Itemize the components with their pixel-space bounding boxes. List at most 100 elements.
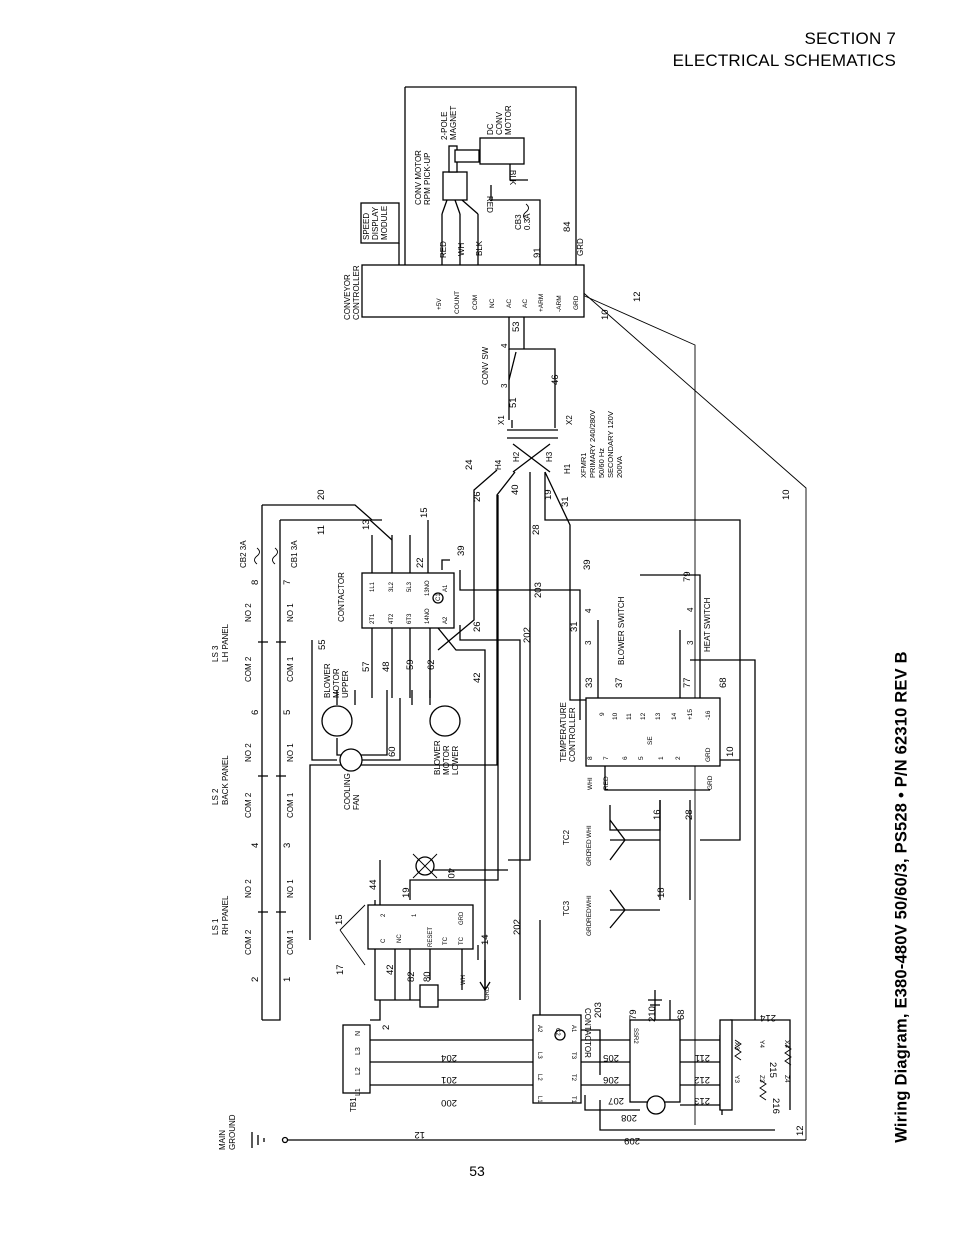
svg-text:203: 203 [533, 582, 544, 598]
svg-text:A2: A2 [443, 616, 449, 624]
svg-text:RESET: RESET [428, 927, 434, 947]
svg-text:19: 19 [401, 887, 412, 898]
svg-text:A1: A1 [443, 584, 449, 592]
svg-text:210: 210 [647, 1006, 658, 1022]
svg-text:22: 22 [415, 557, 426, 568]
svg-text:9: 9 [599, 712, 606, 716]
svg-text:2T1: 2T1 [370, 613, 376, 624]
limit-switch-labels: LS 3 LH PANEL LS 2 BACK PANEL LS 1 RH PA… [211, 603, 295, 955]
svg-text:NO 2: NO 2 [244, 743, 253, 762]
svg-text:-16: -16 [705, 710, 712, 720]
svg-text:33: 33 [584, 677, 595, 688]
svg-text:2: 2 [381, 913, 387, 917]
svg-text:PRIMARY 240/280V: PRIMARY 240/280V [588, 410, 597, 478]
svg-text:COM 1: COM 1 [286, 929, 295, 955]
svg-text:GRD: GRD [573, 295, 580, 310]
svg-text:13: 13 [361, 519, 372, 530]
reset-button-box [419, 984, 439, 1008]
svg-text:L3: L3 [536, 1052, 542, 1059]
section-title: ELECTRICAL SCHEMATICS [672, 51, 896, 70]
svg-text:10: 10 [725, 746, 736, 757]
svg-text:213: 213 [694, 1095, 710, 1106]
terminal-block-box [342, 1024, 371, 1094]
conveyor-controller-label: CONVEYOR [343, 274, 352, 320]
transformer-label: XFMR1 [579, 453, 588, 478]
svg-text:RPM PICK-UP: RPM PICK-UP [423, 153, 432, 205]
svg-text:1: 1 [282, 977, 293, 982]
cb3-symbol [523, 203, 529, 221]
svg-text:A2: A2 [536, 1025, 542, 1033]
svg-text:A1: A1 [570, 1025, 576, 1033]
ls1-label: LS 1 [211, 918, 220, 935]
ssr2-box [629, 1019, 681, 1103]
svg-text:GRD: GRD [576, 238, 585, 256]
contactor2-coil-icon [554, 1029, 566, 1041]
svg-text:TC: TC [459, 936, 465, 945]
svg-text:N: N [355, 1031, 362, 1036]
svg-text:11: 11 [316, 525, 327, 535]
svg-text:GRD: GRD [586, 851, 593, 866]
svg-text:3: 3 [282, 843, 293, 848]
svg-text:46: 46 [550, 374, 561, 385]
blower-switch-label: BLOWER SWITCH [617, 596, 626, 665]
svg-text:NC: NC [397, 934, 403, 943]
svg-text:H1: H1 [563, 463, 572, 474]
svg-text:68: 68 [676, 1009, 687, 1020]
svg-text:RED: RED [586, 839, 593, 853]
cb2-label: CB2 3A [239, 540, 248, 568]
svg-text:RED: RED [439, 241, 448, 258]
svg-text:L1: L1 [536, 1096, 542, 1103]
svg-text:2: 2 [250, 977, 261, 982]
cooling-fan-icon [339, 748, 363, 772]
svg-text:BLK: BLK [475, 240, 484, 256]
speed-display-module-box [360, 202, 400, 244]
svg-text:1L1: 1L1 [370, 581, 376, 592]
svg-text:+15: +15 [687, 709, 694, 720]
svg-text:NO 1: NO 1 [286, 603, 295, 622]
svg-text:L2: L2 [536, 1074, 542, 1081]
cb3-label: CB3 [514, 214, 523, 230]
svg-text:7: 7 [282, 580, 293, 585]
svg-text:SE: SE [647, 736, 654, 745]
blower-motor-lower-icon [429, 705, 461, 737]
svg-text:80: 80 [422, 971, 433, 982]
conv-motor-label: CONV MOTOR [414, 150, 423, 205]
svg-text:C2: C2 [554, 1028, 560, 1036]
svg-text:4: 4 [500, 343, 509, 348]
svg-text:39: 39 [582, 559, 593, 570]
svg-text:6T3: 6T3 [407, 613, 413, 624]
svg-text:AC: AC [506, 299, 513, 308]
svg-text:50/60 Hz: 50/60 Hz [597, 448, 606, 478]
svg-text:FAN: FAN [352, 794, 361, 810]
svg-text:200: 200 [441, 1097, 457, 1108]
svg-text:37: 37 [614, 677, 625, 688]
svg-text:13NO: 13NO [425, 580, 431, 596]
svg-text:15: 15 [419, 507, 430, 518]
svg-text:WHI: WHI [586, 895, 593, 908]
svg-text:5: 5 [282, 710, 293, 715]
page-number: 53 [469, 1163, 485, 1179]
svg-text:1: 1 [412, 913, 418, 917]
svg-text:1: 1 [658, 756, 665, 760]
svg-text:3: 3 [686, 640, 695, 645]
svg-text:31: 31 [569, 621, 580, 632]
svg-text:GRD: GRD [705, 747, 712, 762]
svg-text:RED: RED [603, 776, 610, 790]
svg-text:8: 8 [250, 580, 261, 585]
svg-text:206: 206 [603, 1074, 619, 1085]
svg-text:28: 28 [684, 809, 695, 820]
limit-switch-contacts [258, 641, 286, 913]
section-header: SECTION 7 ELECTRICAL SCHEMATICS [673, 28, 896, 72]
svg-text:10: 10 [612, 712, 619, 720]
svg-text:17: 17 [335, 964, 346, 975]
svg-text:55: 55 [317, 639, 328, 650]
svg-text:3: 3 [584, 640, 593, 645]
blower-lower-label: BLOWER [433, 740, 442, 775]
svg-text:CONTROLLER: CONTROLLER [568, 707, 577, 762]
svg-text:16: 16 [652, 809, 663, 820]
conv-motor-enclosure [405, 86, 577, 295]
svg-text:MOTOR: MOTOR [504, 105, 513, 135]
svg-text:20: 20 [316, 489, 327, 500]
tc3-label: TC3 [562, 900, 571, 916]
dc-motor-label: DC [486, 123, 495, 135]
